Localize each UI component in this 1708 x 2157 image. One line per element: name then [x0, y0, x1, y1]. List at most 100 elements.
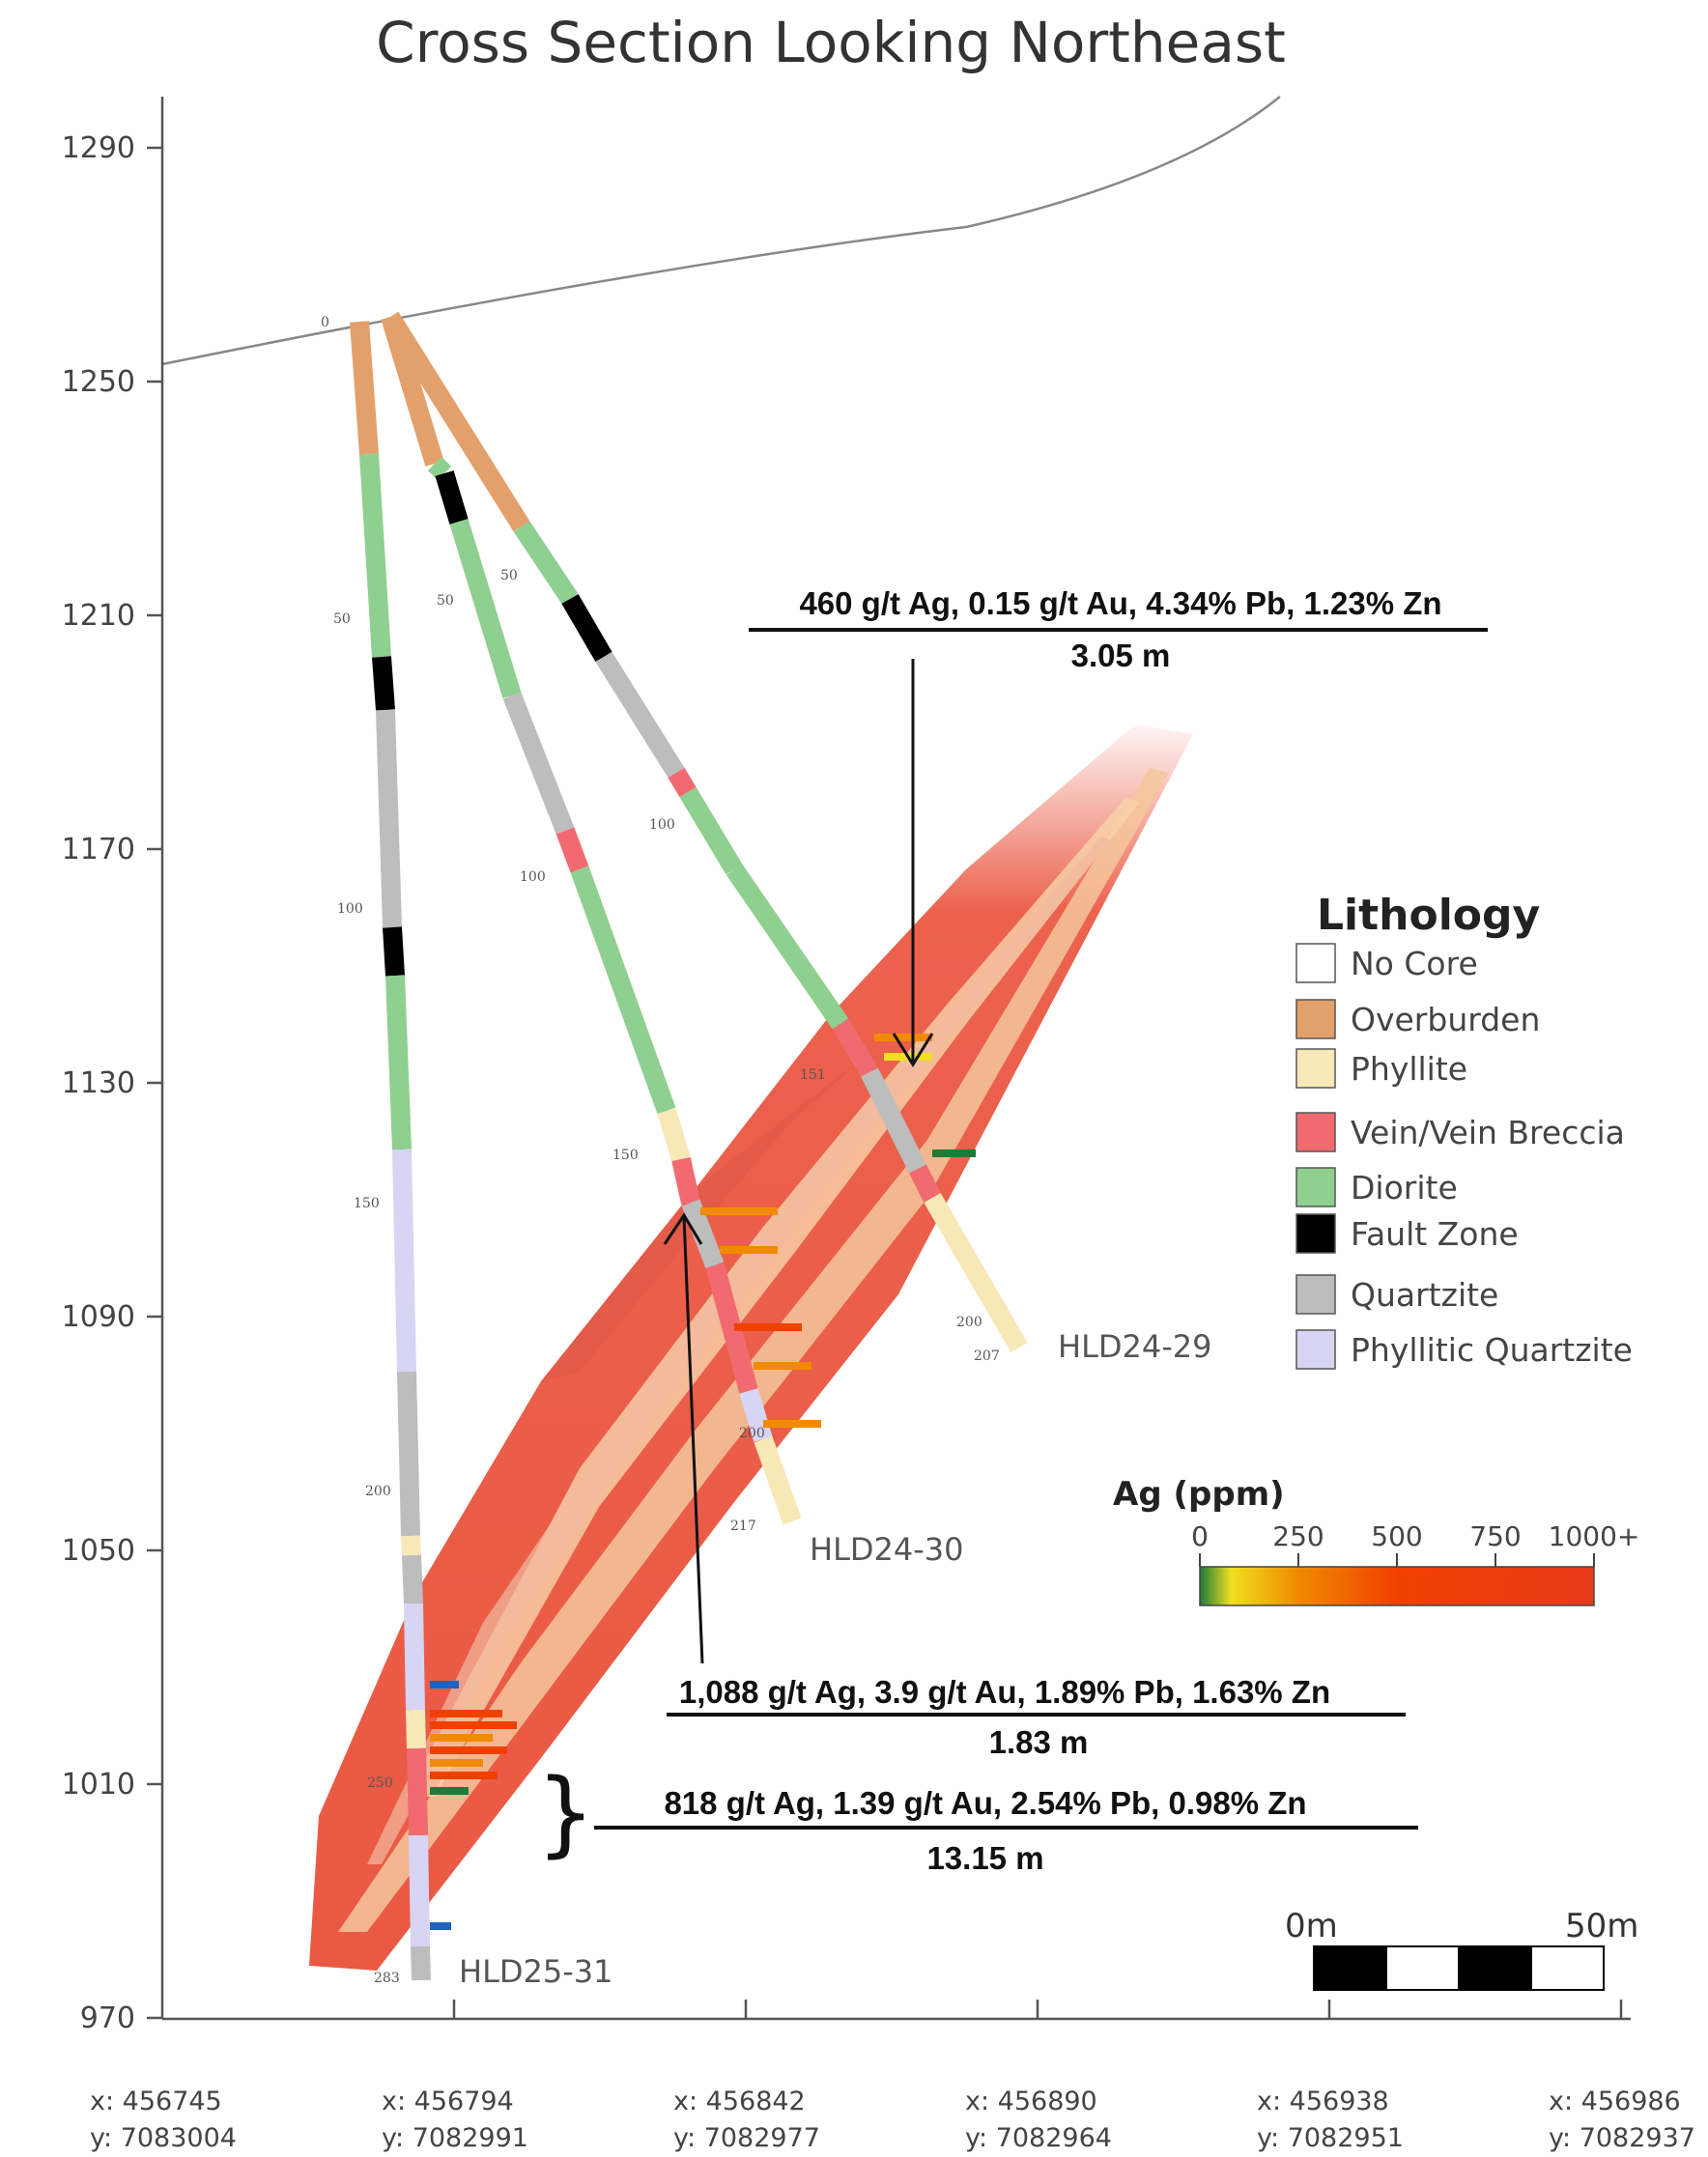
depth-label: 100 [520, 869, 546, 885]
hole-segment [382, 311, 530, 532]
depth-label: 50 [437, 593, 454, 609]
hole-segment [513, 521, 579, 605]
x-tick-northing: y: 7083004 [90, 2123, 237, 2153]
hole-segment [376, 709, 402, 928]
depth-label: 50 [333, 611, 351, 627]
annotation-bottom-length: 13.15 m [926, 1840, 1043, 1876]
lithology-legend: Lithology No CoreOverburdenPhylliteVein/… [1295, 891, 1633, 1370]
hole-segment [409, 1834, 430, 1947]
legend-swatch [1295, 1167, 1336, 1207]
hole-segment [668, 767, 697, 798]
annotation-top: 460 g/t Ag, 0.15 g/t Au, 4.34% Pb, 1.23%… [749, 585, 1488, 1067]
depth-label: 100 [337, 901, 363, 917]
legend-item-label: No Core [1351, 945, 1478, 982]
hole-segment [372, 656, 395, 711]
scale-bar-right-label: 50m [1565, 1907, 1638, 1945]
depth-label: 200 [956, 1315, 982, 1330]
y-tick-label: 1290 [62, 131, 135, 165]
scale-segment [1313, 1945, 1387, 1991]
y-tick-label: 1050 [62, 1534, 135, 1568]
assay-bar [430, 1681, 459, 1689]
colorbar-tick-label: 500 [1371, 1520, 1422, 1552]
colorbar-tick-label: 750 [1469, 1520, 1521, 1552]
assay-bar [430, 1922, 451, 1930]
x-tick-easting: x: 456938 [1257, 2086, 1389, 2116]
scale-segment [1530, 1945, 1605, 1991]
assay-bar [430, 1710, 502, 1717]
hole-segment [832, 1018, 878, 1078]
hole-segment [909, 1164, 941, 1203]
legend-swatch [1295, 1048, 1336, 1089]
legend-swatch [1295, 1274, 1336, 1315]
depth-label: 283 [374, 1971, 400, 1986]
scale-segment [1385, 1945, 1460, 1991]
depth-label: 250 [367, 1775, 393, 1791]
colorbar-tick-label: 0 [1191, 1520, 1209, 1552]
annotation-middle-arrowhead [663, 1212, 703, 1245]
legend-swatch [1295, 999, 1336, 1039]
hole-segment [385, 975, 412, 1150]
assay-bar [430, 1787, 469, 1795]
depth-label: 150 [354, 1196, 380, 1211]
hole-segment [595, 651, 685, 779]
x-tick-easting: x: 456745 [90, 2086, 222, 2116]
hole-segment [705, 1263, 758, 1394]
legend-swatch [1295, 943, 1336, 983]
depth-label: 100 [649, 817, 675, 833]
hole-segment [350, 321, 379, 455]
hole-segment [407, 1747, 428, 1836]
annotation-top-length: 3.05 m [1071, 638, 1171, 673]
topographic-surface [161, 96, 1281, 366]
assay-bar [430, 1772, 498, 1779]
x-tick-northing: y: 7082977 [673, 2123, 820, 2153]
assay-bar [700, 1207, 778, 1215]
colorbar-tick-label: 1000+ [1549, 1520, 1640, 1552]
assay-bar [430, 1734, 493, 1742]
hole-segment [502, 692, 575, 835]
depth-label: 0 [321, 315, 329, 330]
annotation-middle-length: 1.83 m [989, 1724, 1089, 1760]
legend-item-label: Vein/Vein Breccia [1351, 1114, 1625, 1151]
assay-bar [932, 1149, 976, 1157]
annotation-middle-assay: 1,088 g/t Ag, 3.9 g/t Au, 1.89% Pb, 1.63… [679, 1674, 1330, 1710]
scale-bar-left-label: 0m [1285, 1907, 1338, 1945]
y-tick-label: 1210 [62, 599, 135, 633]
hole-segment [404, 1603, 425, 1711]
section-title: Cross Section Looking Northeast [376, 10, 1286, 75]
colorbar-tick-label: 250 [1272, 1520, 1324, 1552]
assay-bar [754, 1362, 811, 1370]
legend-item-label: Phyllite [1351, 1050, 1467, 1088]
hole-segment [383, 926, 405, 977]
annotation-top-assay: 460 g/t Ag, 0.15 g/t Au, 4.34% Pb, 1.23%… [799, 585, 1441, 621]
y-tick-label: 1090 [62, 1300, 135, 1334]
hole-segment [449, 519, 522, 698]
depth-label: 151 [800, 1067, 826, 1083]
hole-segment [406, 1709, 426, 1749]
legend-swatch [1295, 1112, 1336, 1152]
x-tick-northing: y: 7082991 [382, 2123, 528, 2153]
hole-segment [427, 456, 452, 481]
hole-segment [657, 1108, 691, 1162]
legend-item-label: Diorite [1351, 1169, 1458, 1206]
colorbar-gradient [1199, 1566, 1595, 1606]
vein-band-light-1 [338, 768, 1169, 1932]
depth-label: 150 [612, 1148, 639, 1163]
hole-name-hld24-30: HLD24-30 [810, 1531, 964, 1568]
legend-item-label: Overburden [1351, 1001, 1540, 1038]
assay-bar [430, 1759, 483, 1767]
y-tick-label: 1010 [62, 1768, 135, 1802]
hole-segment [924, 1192, 1028, 1353]
hole-segment [681, 1199, 725, 1269]
depth-label: 207 [974, 1348, 1000, 1364]
x-tick-easting: x: 456986 [1549, 2086, 1681, 2116]
hole-hld25-31 [350, 321, 431, 1981]
legend-swatch [1295, 1329, 1336, 1370]
x-tick-northing: y: 7082937 [1549, 2123, 1695, 2153]
hole-segment [679, 786, 743, 875]
annotation-middle-arrow [682, 1216, 704, 1664]
hole-segment [561, 593, 612, 663]
hole-segment [402, 1554, 423, 1604]
x-tick-easting: x: 456842 [673, 2086, 806, 2116]
assay-bar [430, 1746, 507, 1754]
